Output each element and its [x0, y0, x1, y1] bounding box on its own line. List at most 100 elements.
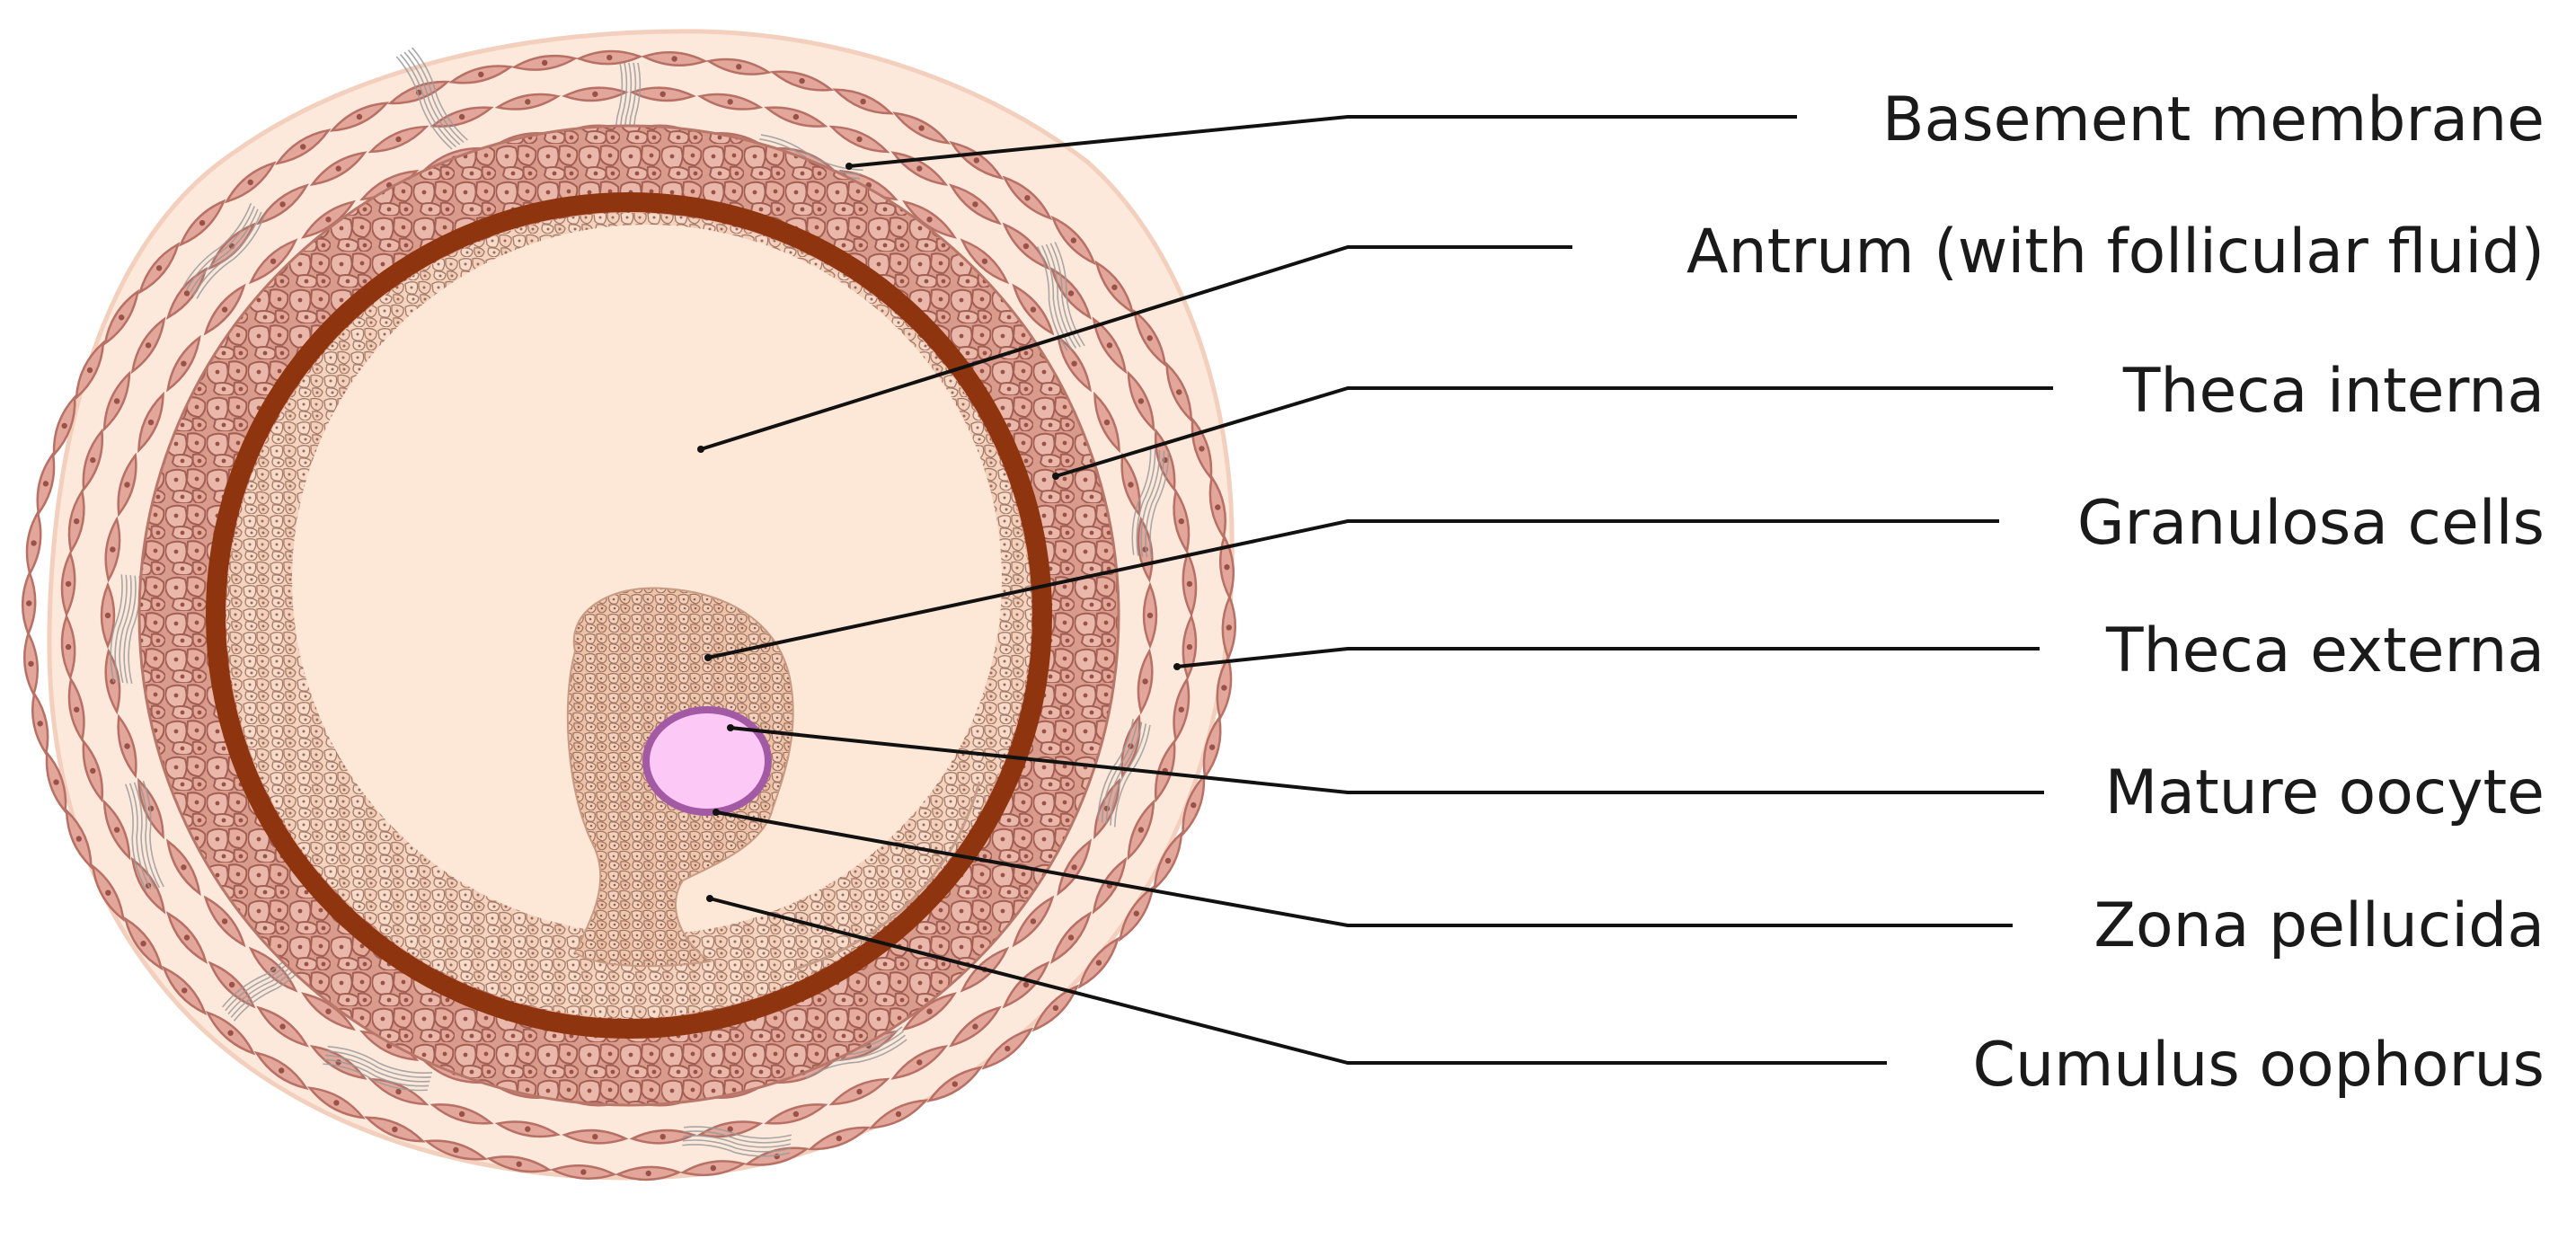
leader-granulosa-cells	[707, 519, 1999, 659]
theca-externa-cell	[274, 128, 332, 165]
theca-externa-cell	[102, 799, 131, 861]
leader-mature-oocyte	[730, 726, 2044, 794]
theca-externa-cell	[130, 316, 166, 375]
theca-externa-cell	[82, 739, 104, 803]
theca-externa-cell	[36, 451, 56, 517]
theca-externa-cell	[949, 183, 1002, 226]
theca-externa-cell	[166, 838, 201, 897]
theca-externa-cell	[1182, 550, 1198, 618]
leader-zona-pellucida	[715, 810, 2013, 927]
theca-externa-cell	[902, 992, 957, 1031]
theca-externa-cell	[301, 992, 356, 1031]
theca-externa-cell	[981, 1027, 1034, 1070]
theca-externa-cell	[248, 238, 298, 285]
theca-externa-cell	[1077, 936, 1120, 989]
theca-externa-cell	[1057, 838, 1092, 897]
theca-externa-cell	[1050, 215, 1096, 266]
label-theca-externa: Theca externa	[2105, 615, 2545, 686]
theca-externa-cell	[1133, 308, 1167, 367]
theca-externa-cell	[65, 808, 93, 870]
theca-externa-cell	[253, 1050, 309, 1091]
theca-externa-cell	[1153, 830, 1183, 891]
theca-externa-cell	[100, 581, 116, 650]
theca-externa-cell	[165, 911, 208, 964]
theca-externa-cell	[494, 93, 561, 111]
theca-externa-cell	[629, 86, 696, 102]
theca-externa-cell	[960, 238, 1010, 285]
leader-basement-membrane	[848, 115, 1797, 168]
theca-externa-cell	[1057, 334, 1092, 393]
theca-externa-cell	[1219, 534, 1235, 601]
theca-externa-cell	[1002, 175, 1053, 221]
theca-externa-cell	[102, 370, 131, 432]
theca-externa-cell	[1137, 648, 1154, 715]
theca-externa-cell	[117, 713, 137, 779]
theca-externa-cell	[166, 334, 201, 393]
stroma-fiber	[395, 47, 468, 150]
theca-externa-cell	[91, 863, 125, 923]
theca-externa-cell	[448, 65, 514, 84]
theca-externa-cell	[511, 54, 579, 71]
theca-externa-cell	[1002, 960, 1050, 1009]
theca-externa-cell	[256, 1005, 309, 1048]
theca-externa-cell	[67, 677, 85, 743]
theca-externa-cell	[1012, 895, 1055, 948]
theca-externa-cell	[902, 199, 957, 239]
theca-externa-cell	[364, 1116, 426, 1143]
theca-externa-cell	[367, 1077, 429, 1106]
label-leader-lines	[697, 115, 2053, 1065]
theca-externa-cell	[1094, 260, 1135, 314]
theca-externa-cell	[203, 895, 246, 948]
theca-externa-cell	[123, 916, 164, 971]
leader-theca-interna	[1055, 386, 2053, 478]
theca-externa-cell	[429, 1103, 494, 1125]
leader-mature-oocyte-anchor	[727, 724, 734, 731]
theca-externa-cell	[1165, 361, 1193, 423]
theca-externa-cell	[306, 1086, 366, 1120]
theca-externa-cell	[615, 1165, 682, 1181]
theca-externa-cell	[1173, 488, 1191, 554]
stroma-fiber	[182, 203, 266, 299]
theca-externa-cell	[1092, 316, 1128, 375]
theca-externa-cell	[104, 516, 121, 583]
theca-externa-cell	[890, 1045, 949, 1080]
theca-externa-cell	[25, 509, 42, 577]
theca-externa-cell	[892, 111, 952, 145]
theca-interna-outline	[137, 124, 1120, 1107]
theca-externa-cell	[1127, 799, 1155, 861]
theca-externa-cell	[1118, 885, 1155, 943]
leader-theca-externa	[1176, 647, 2040, 668]
theca-externa-cell	[205, 1010, 256, 1056]
theca-externa-cell	[21, 570, 37, 637]
theca-externa-cell	[329, 102, 390, 132]
theca-externa-cell	[764, 106, 828, 128]
theca-externa-cell	[1142, 581, 1158, 650]
label-theca-interna: Theca interna	[2122, 356, 2545, 427]
theca-externa-cell	[1173, 677, 1191, 743]
theca-externa-cell	[75, 340, 105, 401]
leader-antrum	[700, 245, 1572, 451]
theca-externa-cell	[60, 550, 76, 618]
theca-externa-cell	[550, 1164, 617, 1180]
leader-theca-interna-anchor	[1052, 473, 1059, 480]
theca-externa-cell	[82, 428, 104, 492]
label-basement-membrane: Basement membrane	[1882, 84, 2545, 155]
theca-externa-cell	[178, 199, 226, 247]
label-granulosa-cells: Granulosa cells	[2077, 488, 2545, 559]
theca-externa-cell	[301, 199, 356, 239]
label-cumulus-oophorus: Cumulus oophorus	[1972, 1030, 2545, 1101]
theca-externa-cell	[697, 93, 764, 111]
theca-externa-cell	[1127, 370, 1155, 432]
basement-membrane-ring	[206, 192, 1052, 1039]
stroma-fiber	[682, 1126, 792, 1157]
theca-externa-cell	[1093, 777, 1120, 840]
label-zona-pellucida: Zona pellucida	[2094, 890, 2545, 961]
theca-externa-cell	[562, 86, 629, 102]
theca-externa-cell	[137, 391, 164, 454]
leader-antrum-anchor	[697, 446, 704, 453]
zona-pellucida-ring	[642, 706, 772, 816]
theca-externa-cell	[576, 49, 643, 66]
theca-externa-cell	[1093, 391, 1120, 454]
stroma-fiber	[1131, 448, 1170, 559]
